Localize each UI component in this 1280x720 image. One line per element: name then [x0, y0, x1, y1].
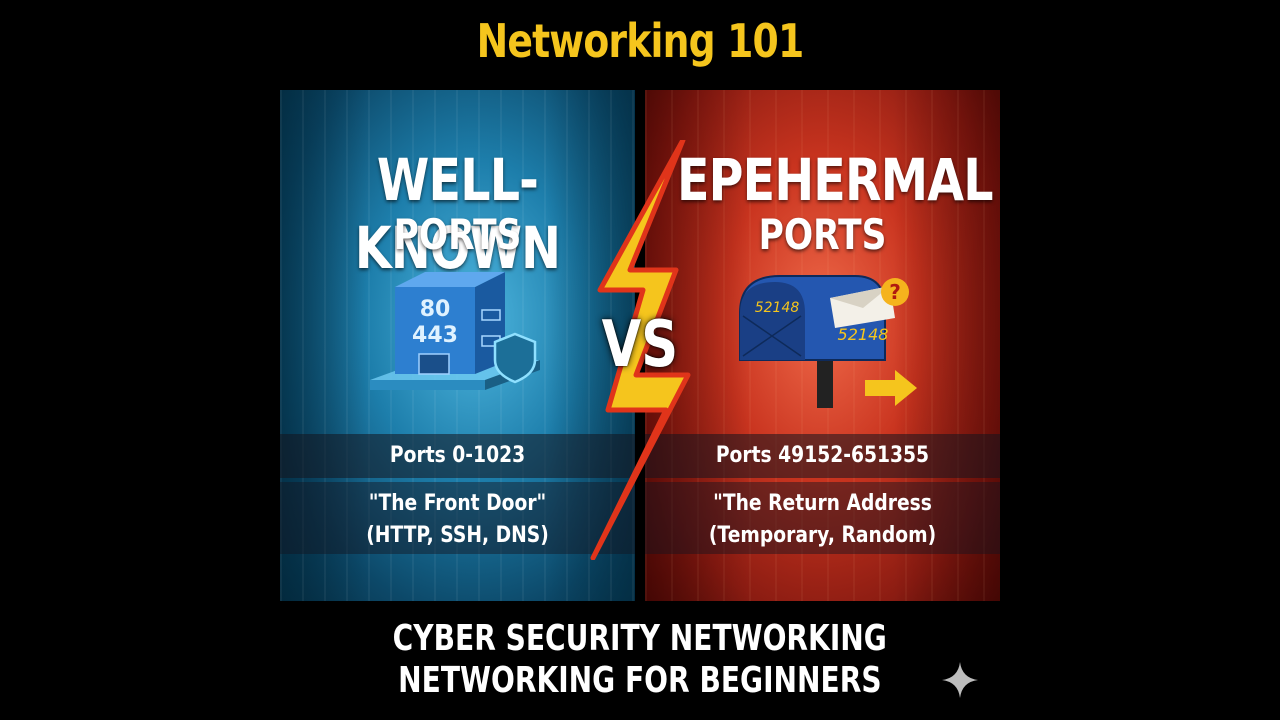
lightning-bolt-icon — [588, 137, 698, 564]
mailbox-icon: 52148 52148 ? — [735, 268, 925, 422]
footer-line2: NETWORKING FOR BEGINNERS — [398, 660, 882, 701]
icon-text-80: 80 — [420, 297, 451, 322]
versus-label: VS — [601, 308, 679, 382]
footer-line1: CYBER SECURITY NETWORKING — [392, 618, 888, 659]
well-known-ports-panel: WELL-KNOWN PORTS 80 443 Ports 0-1023 "Th… — [280, 90, 635, 601]
right-desc-line1: "The Return Address — [713, 491, 932, 516]
right-heading-line2: PORTS — [758, 210, 887, 259]
left-description: "The Front Door" (HTTP, SSH, DNS) — [280, 482, 635, 554]
sparkle-icon — [942, 662, 978, 702]
question-badge-icon: ? — [889, 280, 901, 304]
arrow-right-icon — [865, 370, 917, 406]
shield-icon — [493, 332, 537, 384]
mailbox-text: 52148 — [755, 300, 800, 316]
left-heading-line1: WELL-KNOWN — [354, 146, 561, 282]
left-desc-line2: (HTTP, SSH, DNS) — [366, 523, 549, 548]
server-building-icon: 80 443 — [365, 262, 545, 416]
right-desc-line2: (Temporary, Random) — [708, 523, 937, 548]
icon-text-443: 443 — [412, 323, 458, 348]
letter-text: 52148 — [838, 325, 889, 344]
right-heading-line1: EPEHERMAL — [676, 146, 994, 214]
left-desc-line1: "The Front Door" — [368, 491, 547, 516]
right-description: "The Return Address (Temporary, Random) — [645, 482, 1000, 554]
page-title: Networking 101 — [476, 14, 805, 68]
left-heading-line2: PORTS — [393, 210, 522, 259]
left-port-range: Ports 0-1023 — [280, 434, 635, 478]
ephemeral-ports-panel: EPEHERMAL PORTS 52148 52148 ? Ports 4915… — [645, 90, 1000, 601]
right-port-range: Ports 49152-651355 — [645, 434, 1000, 478]
